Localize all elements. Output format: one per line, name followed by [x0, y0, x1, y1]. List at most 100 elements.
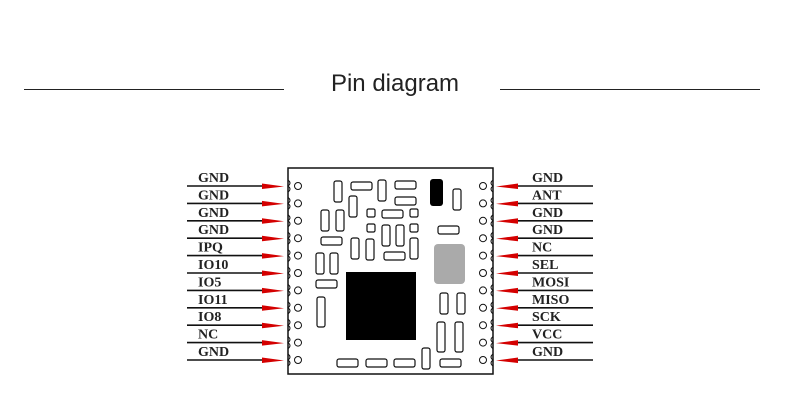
pin-pad	[294, 356, 302, 364]
module-board	[287, 167, 494, 375]
component	[383, 251, 406, 261]
component	[350, 237, 360, 260]
component	[394, 180, 417, 190]
pin-pad	[479, 269, 487, 277]
component	[409, 237, 419, 260]
pin-arrow	[496, 253, 518, 259]
pin-label-left: IO10	[198, 258, 228, 273]
component	[335, 209, 345, 232]
pin-notch	[490, 249, 494, 262]
pin-arrow	[262, 235, 284, 242]
pin-arrow	[496, 357, 518, 363]
component	[409, 223, 419, 233]
pin-arrow	[262, 340, 284, 346]
pin-notch	[287, 353, 291, 367]
component	[394, 196, 417, 206]
component	[366, 223, 376, 233]
pin-label-right: ANT	[532, 188, 562, 203]
pin-notch	[287, 249, 291, 262]
pin-pad	[294, 251, 302, 260]
component	[365, 238, 375, 261]
component	[348, 195, 358, 218]
component	[409, 208, 419, 218]
component	[316, 296, 326, 328]
pin-arrow	[496, 235, 518, 242]
component	[439, 358, 462, 368]
pin-pad	[294, 199, 302, 208]
pin-arrow	[496, 183, 518, 189]
pin-notch	[490, 179, 494, 193]
component	[320, 209, 330, 232]
pin-label-left: IPQ	[198, 241, 223, 256]
component	[436, 321, 446, 353]
component	[333, 180, 343, 203]
component	[381, 224, 391, 247]
led-component	[430, 179, 443, 206]
pin-label-right: GND	[532, 171, 563, 186]
pin-arrow	[262, 322, 284, 329]
pin-pad	[479, 338, 487, 347]
pin-arrow	[496, 200, 518, 207]
pin-arrow	[262, 183, 284, 189]
pin-label-left: IO5	[198, 275, 221, 290]
pin-pad	[294, 216, 302, 225]
diagram-title: Pin diagram	[330, 70, 460, 97]
pin-label-right: MOSI	[532, 275, 569, 290]
pin-label-left: NC	[198, 328, 218, 343]
pin-pad	[479, 251, 487, 260]
pin-label-left: GND	[198, 188, 229, 203]
pin-notch	[287, 197, 291, 210]
component	[452, 188, 462, 211]
pin-label-right: GND	[532, 223, 563, 238]
component	[454, 321, 464, 353]
component	[437, 225, 460, 235]
pin-notch	[490, 353, 494, 367]
pin-notch	[287, 231, 291, 245]
component	[381, 209, 404, 219]
pin-arrow	[262, 218, 284, 224]
pin-notch	[287, 214, 291, 228]
pin-notch	[287, 336, 291, 349]
pin-notch	[287, 301, 291, 315]
pin-pad	[479, 303, 487, 312]
pin-label-right: GND	[532, 206, 563, 221]
component	[350, 181, 373, 191]
pin-arrow	[262, 270, 284, 276]
pin-arrow	[262, 357, 284, 363]
pin-arrow	[496, 340, 518, 346]
pin-notch	[287, 179, 291, 193]
pin-notch	[490, 197, 494, 210]
pin-pad	[294, 338, 302, 347]
pin-label-right: SCK	[532, 310, 561, 325]
component	[320, 236, 343, 246]
pin-pad	[479, 234, 487, 243]
pin-label-right: MISO	[532, 293, 569, 308]
component	[315, 279, 338, 289]
component	[395, 224, 405, 247]
pin-pad	[294, 303, 302, 312]
pin-notch	[490, 266, 494, 280]
pin-pad	[294, 286, 302, 295]
component	[366, 208, 376, 218]
pin-label-left: GND	[198, 206, 229, 221]
pin-pad	[294, 234, 302, 243]
pin-notch	[490, 284, 494, 297]
title-rule-left	[24, 89, 284, 90]
pin-notch	[490, 231, 494, 245]
pin-notch	[287, 266, 291, 280]
pin-arrow	[262, 305, 284, 311]
pin-label-right: SEL	[532, 258, 558, 273]
component	[421, 347, 431, 370]
passive-components	[315, 179, 466, 370]
pin-label-left: GND	[198, 223, 229, 238]
component	[377, 179, 387, 202]
pin-pad	[294, 269, 302, 277]
pin-pad	[479, 286, 487, 295]
pin-notch	[490, 336, 494, 349]
component	[336, 358, 359, 368]
component	[329, 252, 339, 275]
pin-label-right: GND	[532, 345, 563, 360]
